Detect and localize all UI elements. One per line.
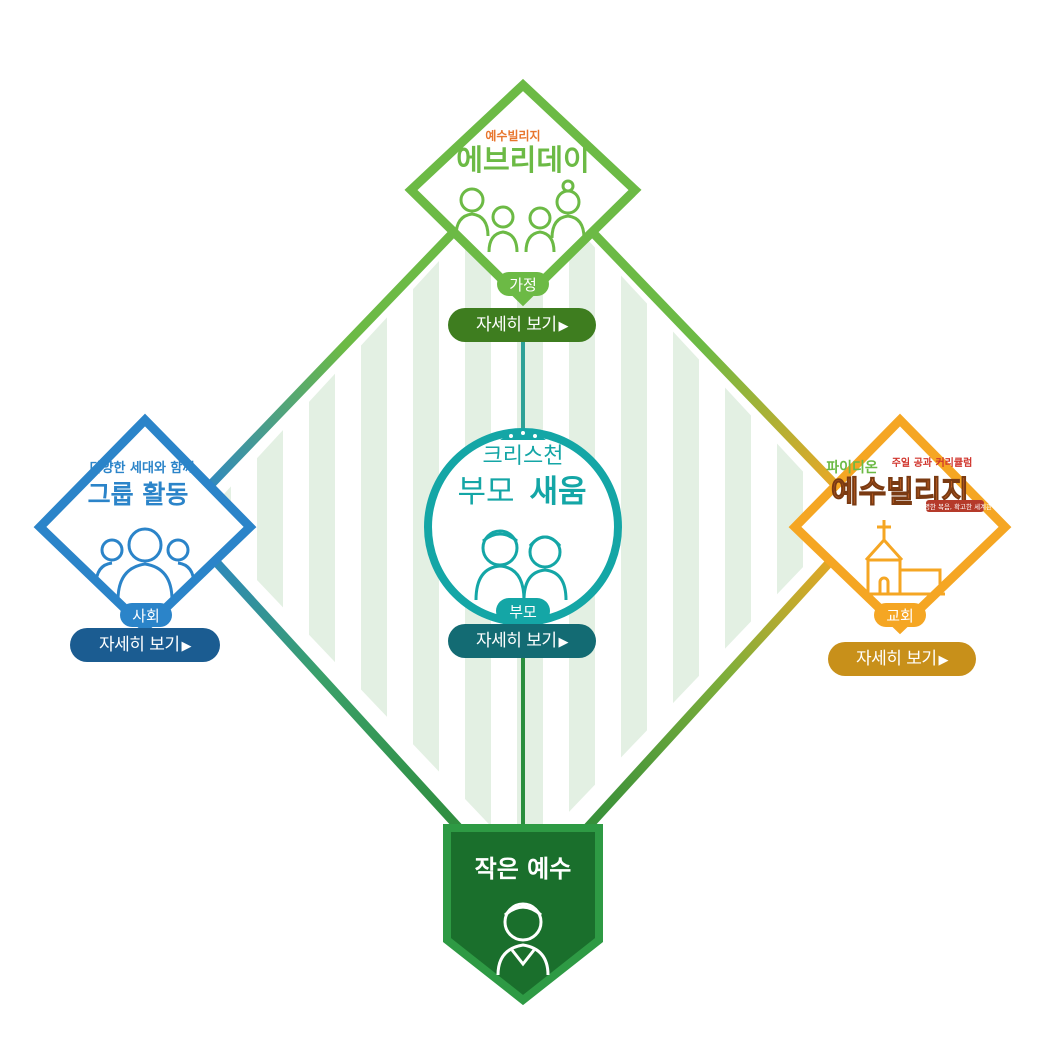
church-detail-button[interactable]: 자세히 보기▶ <box>828 642 976 676</box>
church-sub: 분명한 복음, 확고한 세계관 <box>918 502 992 511</box>
society-title: 그룹 활동 <box>88 480 189 509</box>
church-tag: 주일 공과 커리큘럼 <box>892 456 973 469</box>
society-button-label: 자세히 보기 <box>98 635 180 655</box>
church-button-arrow-icon: ▶ <box>938 653 949 668</box>
church-building-icon <box>860 520 945 596</box>
family-label: 가정 <box>509 276 537 294</box>
node-family: 예수빌리지 에브리데이 가정 <box>404 78 642 307</box>
stripe <box>725 170 751 860</box>
family-button-arrow-icon: ▶ <box>558 319 569 334</box>
family-button-label: 자세히 보기 <box>475 315 557 335</box>
parents-button-arrow-icon: ▶ <box>558 635 569 650</box>
parents-top: 크리스천 <box>483 444 564 469</box>
family-brand-top: 예수빌리지 <box>485 128 540 143</box>
parents-label: 부모 <box>509 603 537 621</box>
church-label: 교회 <box>886 607 914 625</box>
stripe <box>309 170 335 860</box>
node-church: 파이디온 주일 공과 커리큘럼 예수빌리지 분명한 복음, 확고한 세계관 교회 <box>788 413 1012 635</box>
society-label: 사회 <box>132 607 160 625</box>
parents-title-a: 부모 <box>457 474 514 510</box>
family-title: 에브리데이 <box>456 143 589 177</box>
parents-couple-icon <box>474 529 568 601</box>
node-little-jesus: 작은 예수 <box>443 824 603 1006</box>
edge-church-jesus <box>572 536 854 844</box>
family-group-icon <box>454 179 586 253</box>
church-brand-top: 파이디온 <box>826 459 878 476</box>
parents-detail-button[interactable]: 자세히 보기▶ <box>448 624 596 658</box>
node-society: 다양한 세대와 함께 그룹 활동 사회 <box>33 413 257 635</box>
parents-button-label: 자세히 보기 <box>475 631 557 651</box>
edge-society-jesus <box>192 536 474 844</box>
group-people-icon <box>94 527 196 601</box>
society-button-arrow-icon: ▶ <box>181 639 192 654</box>
node-parents: 크리스천 부모 새움 부모 <box>424 428 622 626</box>
church-button-label: 자세히 보기 <box>855 649 937 669</box>
society-detail-button[interactable]: 자세히 보기▶ <box>70 628 220 662</box>
little-jesus-title: 작은 예수 <box>475 855 572 883</box>
family-detail-button[interactable]: 자세히 보기▶ <box>448 308 596 342</box>
stripe <box>673 170 699 860</box>
stripe <box>361 170 387 860</box>
society-subtitle: 다양한 세대와 함께 <box>90 460 195 476</box>
stripe <box>257 170 283 860</box>
parents-title-b: 새움 <box>529 474 586 510</box>
child-person-icon <box>496 902 550 976</box>
